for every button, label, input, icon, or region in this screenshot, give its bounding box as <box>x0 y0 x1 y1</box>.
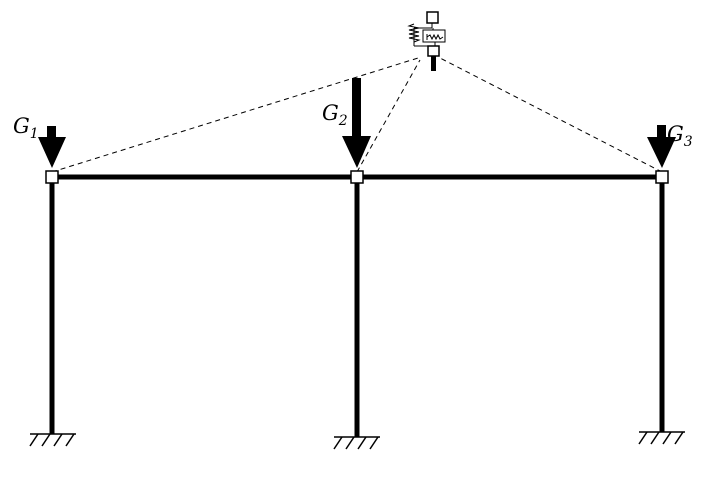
device-stem <box>431 56 436 71</box>
tendon-lines <box>51 57 663 173</box>
dashpot-body <box>422 29 446 43</box>
load-arrow-2 <box>342 78 371 168</box>
device-bottom-node <box>427 45 440 57</box>
node-right <box>655 170 669 184</box>
load-label-3: G3 <box>667 122 693 150</box>
device-top-node <box>426 11 439 24</box>
damper-device <box>407 11 446 71</box>
node-left <box>45 170 59 184</box>
load-label-2: G2 <box>322 101 348 129</box>
load-arrow-1 <box>38 126 66 168</box>
load-arrow-3 <box>647 125 676 168</box>
support-right <box>638 431 685 445</box>
support-left <box>29 433 76 447</box>
node-middle <box>350 170 364 184</box>
load-label-1: G1 <box>13 114 39 142</box>
support-middle <box>333 436 380 450</box>
spring-icon <box>407 23 421 43</box>
